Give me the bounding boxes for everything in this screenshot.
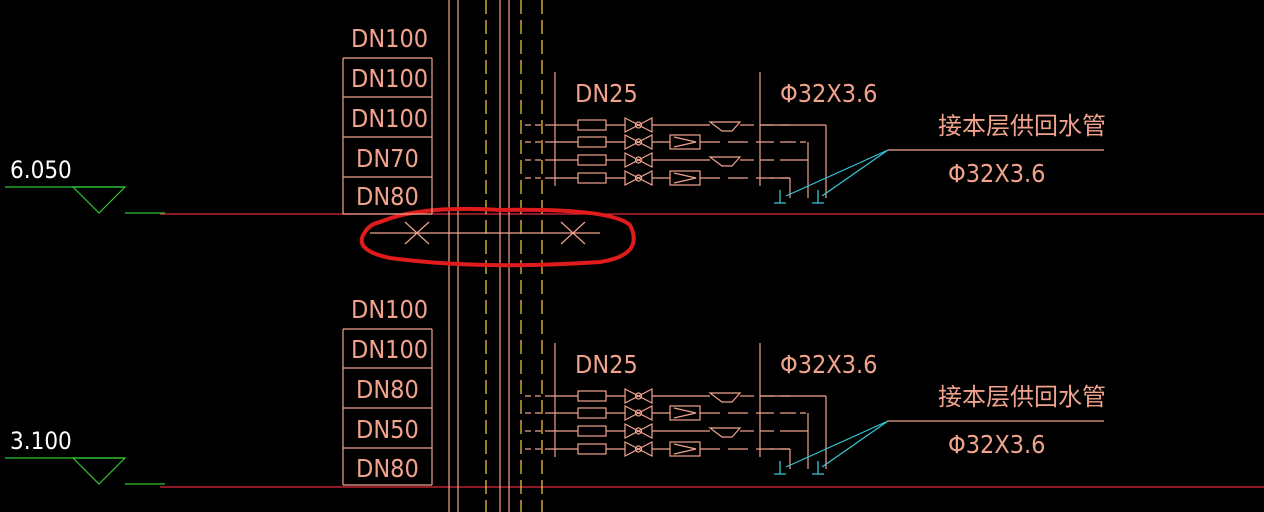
gate-valve [624, 405, 653, 421]
check-arrow [673, 136, 697, 148]
valve-stem [634, 121, 643, 129]
valve-stem [634, 138, 643, 146]
strainer [708, 392, 742, 403]
branch-size-label: DN25 [575, 350, 638, 379]
valve-stem [634, 174, 643, 182]
riser-size-label: DN80 [356, 454, 419, 483]
note-size-label: Φ32X3.6 [948, 430, 1045, 459]
riser-pipes [448, 0, 543, 512]
connect-size-label: Φ32X3.6 [780, 79, 877, 108]
leader-line [785, 149, 889, 197]
flow-meter [577, 407, 607, 419]
riser-size-label: DN100 [351, 104, 428, 133]
riser-size-label: DN80 [356, 182, 419, 211]
highlight-marker [359, 206, 636, 268]
riser-size-label: DN100 [351, 64, 428, 93]
riser-size-label: DN70 [356, 144, 419, 173]
riser-size-label: DN100 [351, 24, 428, 53]
flow-meter [577, 443, 607, 455]
level-group-lower: 3.100 DN100 DN100 DN80 DN50 DN80 DN25 Φ3… [5, 295, 1106, 486]
riser-size-label: DN100 [351, 295, 428, 324]
connection-note: 接本层供回水管 [938, 112, 1106, 140]
leader-line [785, 420, 889, 468]
highlight-ellipse [359, 206, 636, 268]
strainer [708, 427, 742, 438]
level-group-upper: 6.050 DN100 DN100 DN100 DN70 DN80 DN25 Φ… [5, 24, 1106, 215]
flow-meter [577, 172, 607, 184]
flow-meter [577, 425, 607, 437]
valve-stem [634, 156, 643, 164]
flow-meter [577, 136, 607, 148]
gate-valve [624, 117, 653, 133]
gate-valve [624, 170, 653, 186]
gate-valve [624, 134, 653, 150]
check-arrow [673, 407, 697, 419]
level-triangle [71, 457, 127, 485]
pipe-end-cap [774, 461, 786, 475]
cross-marker [404, 221, 430, 245]
leader-line [821, 149, 889, 197]
riser-size-label: DN100 [351, 335, 428, 364]
branch-size-label: DN25 [575, 79, 638, 108]
elevation-label: 3.100 [10, 427, 72, 455]
pipe-end-cap [812, 461, 824, 475]
valve-stem [634, 392, 643, 400]
connect-size-label: Φ32X3.6 [780, 350, 877, 379]
valve-stem [634, 427, 643, 435]
riser-size-label: DN80 [356, 375, 419, 404]
valve-stem [634, 409, 643, 417]
strainer [708, 156, 742, 167]
elevation-label: 6.050 [10, 156, 72, 184]
note-size-label: Φ32X3.6 [948, 159, 1045, 188]
leader-line [821, 420, 889, 468]
gate-valve [624, 388, 653, 404]
check-arrow [673, 443, 697, 455]
flow-meter [577, 119, 607, 131]
pipe-end-cap [812, 190, 824, 204]
flow-meter [577, 154, 607, 166]
riser-size-label: DN50 [356, 415, 419, 444]
pipe-end-cap [774, 190, 786, 204]
check-arrow [673, 172, 697, 184]
floor-lines [160, 213, 1264, 488]
gate-valve [624, 441, 653, 457]
cross-marker [560, 221, 586, 245]
valve-stem [634, 445, 643, 453]
strainer [708, 121, 742, 132]
gate-valve [624, 423, 653, 439]
connection-note: 接本层供回水管 [938, 383, 1106, 411]
level-triangle [71, 186, 127, 214]
gate-valve [624, 152, 653, 168]
flow-meter [577, 390, 607, 402]
